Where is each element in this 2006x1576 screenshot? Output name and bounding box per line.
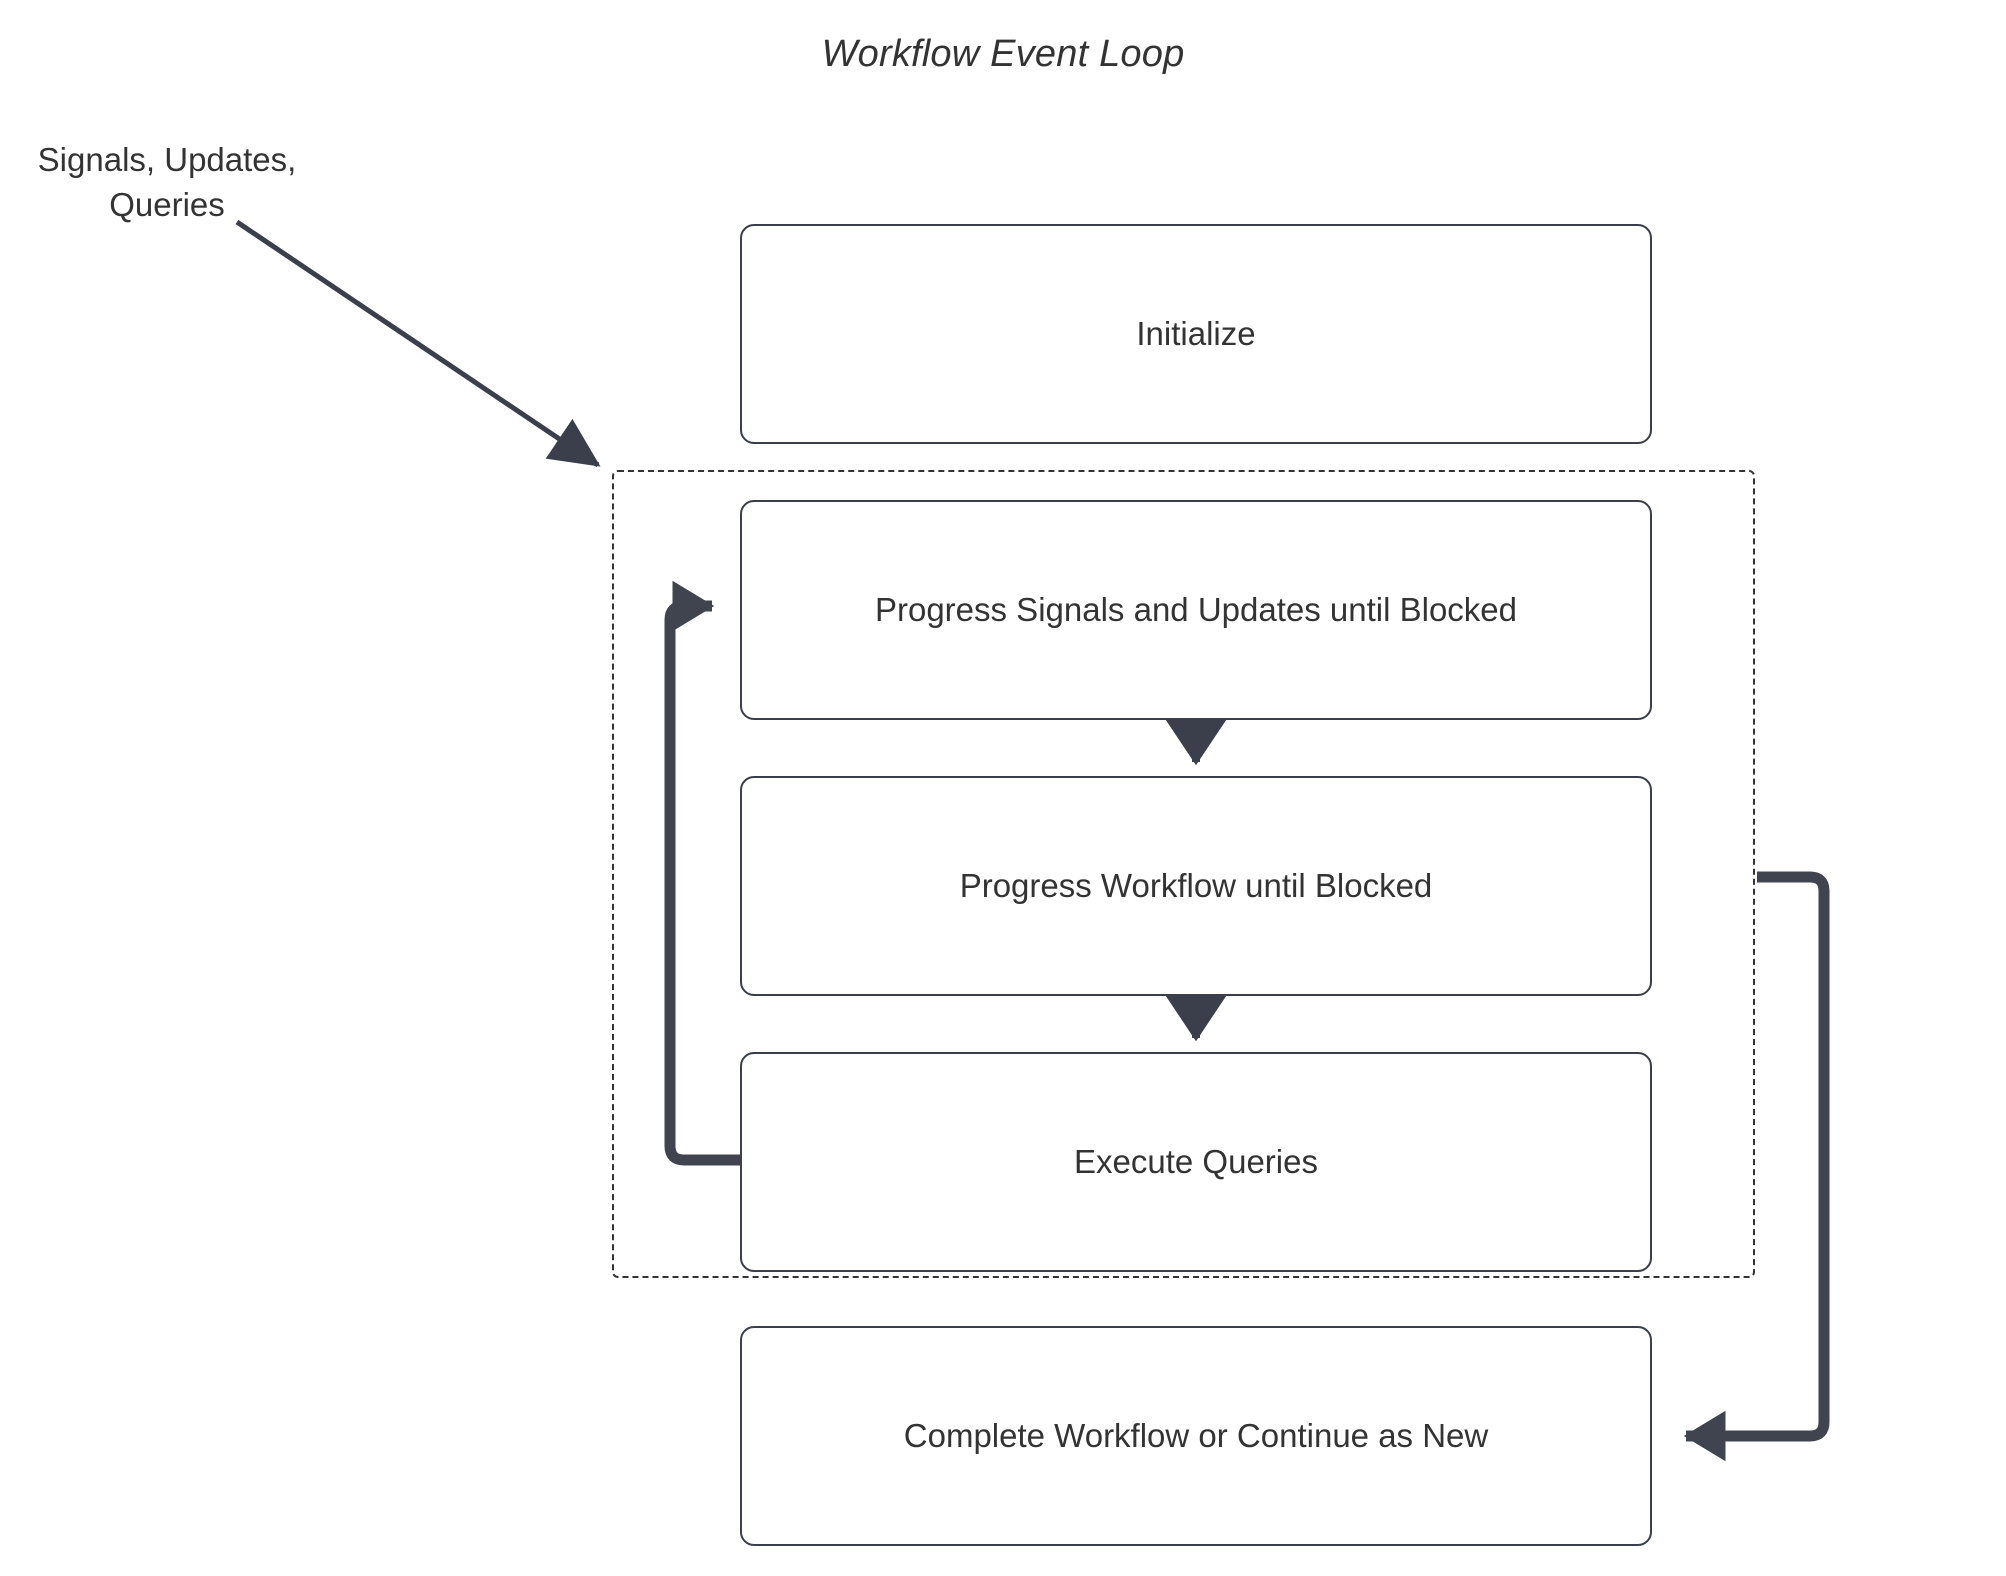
node-progress-signals-updates[interactable]: Progress Signals and Updates until Block… — [740, 500, 1652, 720]
diagram-title: Workflow Event Loop — [821, 33, 1185, 75]
node-initialize[interactable]: Initialize — [740, 224, 1652, 444]
node-execute-queries-label: Execute Queries — [1074, 1143, 1318, 1181]
node-complete-workflow[interactable]: Complete Workflow or Continue as New — [740, 1326, 1652, 1546]
node-complete-workflow-label: Complete Workflow or Continue as New — [903, 1417, 1489, 1455]
node-execute-queries[interactable]: Execute Queries — [740, 1052, 1652, 1272]
node-progress-workflow[interactable]: Progress Workflow until Blocked — [740, 776, 1652, 996]
external-input-label: Signals, Updates, Queries — [37, 141, 297, 223]
node-progress-signals-updates-label: Progress Signals and Updates until Block… — [874, 591, 1518, 629]
event-loop-group — [612, 470, 1755, 1278]
node-initialize-label: Initialize — [1136, 315, 1256, 353]
node-progress-workflow-label: Progress Workflow until Blocked — [959, 867, 1433, 905]
edge-external-input-to-loop — [235, 219, 601, 468]
